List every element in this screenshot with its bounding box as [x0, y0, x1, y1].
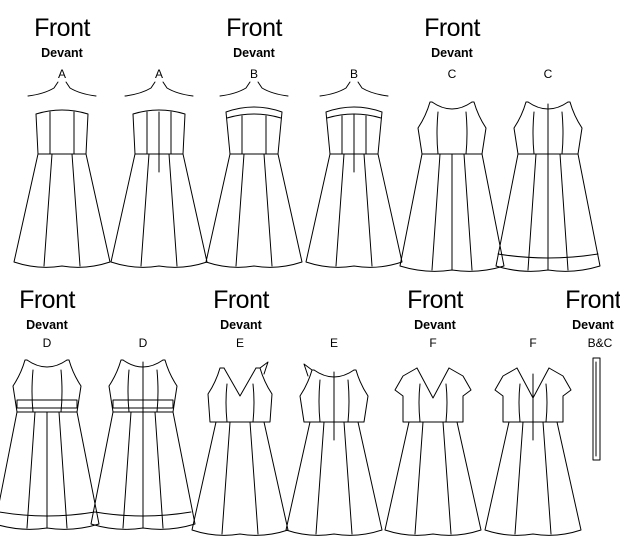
dress-a-front: [13, 81, 111, 268]
view-letter-b-back: B: [349, 67, 359, 81]
front-heading-4: Front: [19, 286, 75, 314]
dress-f-back: [484, 367, 582, 536]
view-letter-f-back: F: [529, 336, 537, 350]
dress-c-back: [495, 101, 601, 272]
view-letter-a-front: A: [57, 67, 67, 81]
view-letter-c-back: C: [543, 67, 553, 81]
dress-b-back: [305, 81, 403, 268]
view-letter-e-back: E: [329, 336, 339, 350]
view-letter-f-front: F: [429, 336, 437, 350]
front-heading-3: Front: [424, 14, 480, 42]
front-heading-2: Front: [226, 14, 282, 42]
devant-label-7: Devant: [572, 318, 614, 332]
dress-f-front: [384, 367, 482, 536]
dress-b-front: [205, 81, 303, 268]
view-letter-bc-sash: B&C: [587, 336, 613, 350]
devant-label-5: Devant: [220, 318, 262, 332]
view-letter-e-front: E: [235, 336, 245, 350]
view-letter-b-front: B: [249, 67, 259, 81]
sash-b-and-c: [592, 357, 601, 461]
dress-c-front: [399, 101, 505, 272]
dress-e-front: [191, 361, 289, 536]
view-letter-c-front: C: [447, 67, 457, 81]
front-heading-6: Front: [407, 286, 463, 314]
dress-e-back: [285, 363, 383, 536]
front-heading-7: Front: [565, 286, 620, 314]
dress-d-front: [0, 359, 100, 530]
front-heading-5: Front: [213, 286, 269, 314]
devant-label-3: Devant: [431, 46, 473, 60]
dress-d-back: [90, 359, 196, 530]
view-letter-a-back: A: [154, 67, 164, 81]
dress-a-back: [110, 81, 208, 268]
devant-label-6: Devant: [414, 318, 456, 332]
devant-label-4: Devant: [26, 318, 68, 332]
devant-label-2: Devant: [233, 46, 275, 60]
view-letter-d-back: D: [138, 336, 148, 350]
view-letter-d-front: D: [42, 336, 52, 350]
front-heading-1: Front: [34, 14, 90, 42]
devant-label-1: Devant: [41, 46, 83, 60]
